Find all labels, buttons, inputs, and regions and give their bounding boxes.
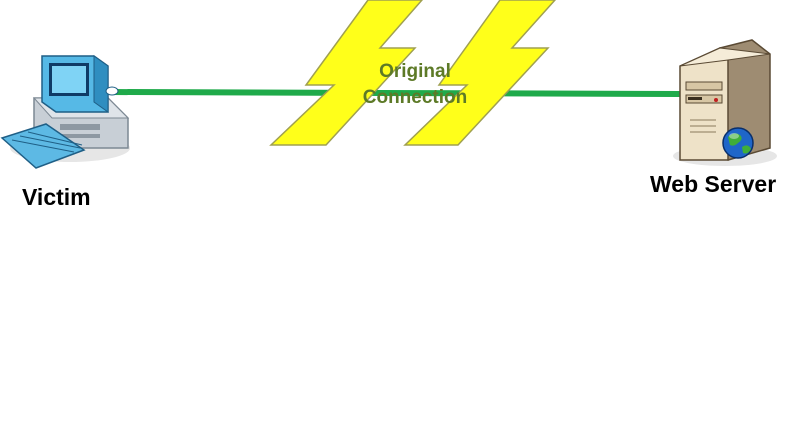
connection-label-line2: Connection [362, 87, 468, 108]
lightning-bolt-icon [403, 0, 557, 146]
web-server-label: Web Server [650, 171, 777, 197]
connection-label-line1: Original [379, 61, 451, 82]
victim-label: Victim [22, 184, 91, 210]
lightning-bolt-icon [269, 0, 423, 146]
web-server-icon [673, 39, 777, 166]
desktop-computer-icon [0, 55, 130, 169]
connection-line [107, 89, 683, 97]
connection-label: Original Connection [340, 59, 490, 111]
